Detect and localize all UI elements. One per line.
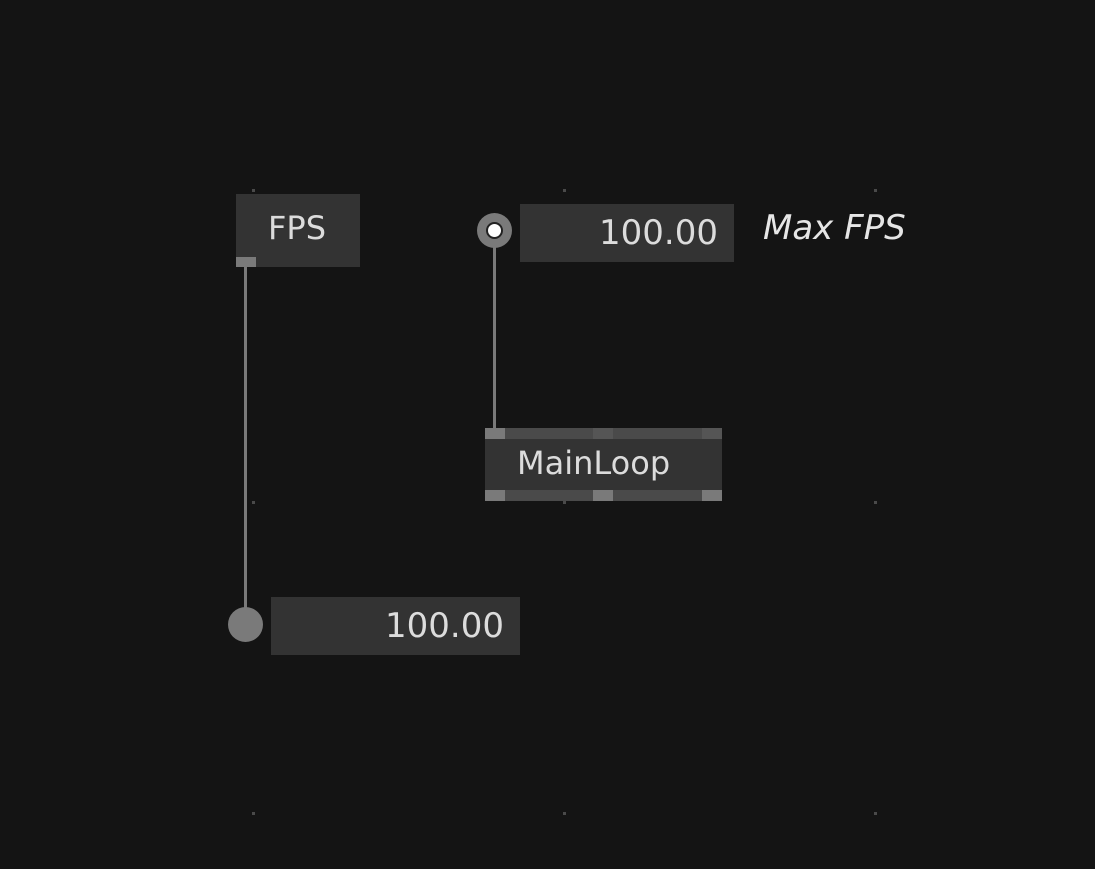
grid-dot — [252, 189, 255, 192]
mainloop-input-pin-3[interactable] — [702, 428, 722, 439]
mainloop-node[interactable]: MainLoop — [485, 428, 722, 501]
max-fps-value-box[interactable]: 100.00 — [520, 204, 734, 262]
mainloop-output-pin-1[interactable] — [485, 490, 505, 501]
grid-dot — [874, 812, 877, 815]
grid-dot — [563, 501, 566, 504]
fps-readout-input-port[interactable] — [228, 607, 263, 642]
mainloop-input-pin-2[interactable] — [593, 428, 613, 439]
mainloop-output-pin-2[interactable] — [593, 490, 613, 501]
grid-dot — [874, 501, 877, 504]
mainloop-node-label: MainLoop — [517, 444, 671, 482]
fps-output-link[interactable] — [244, 266, 247, 608]
fps-node[interactable]: FPS — [236, 194, 360, 267]
max-fps-output-port[interactable] — [477, 213, 512, 248]
fps-node-label: FPS — [268, 209, 327, 247]
fps-output-pin[interactable] — [236, 257, 256, 267]
grid-dot — [563, 812, 566, 815]
grid-dot — [874, 189, 877, 192]
max-fps-port-center — [486, 222, 503, 239]
grid-dot — [252, 501, 255, 504]
max-fps-comment: Max FPS — [763, 208, 906, 248]
fps-readout-box[interactable]: 100.00 — [271, 597, 520, 655]
mainloop-input-pin-1[interactable] — [485, 428, 505, 439]
mainloop-output-pin-3[interactable] — [702, 490, 722, 501]
grid-dot — [563, 189, 566, 192]
max-fps-link[interactable] — [493, 244, 496, 430]
grid-dot — [252, 812, 255, 815]
fps-readout-value: 100.00 — [385, 606, 504, 646]
max-fps-value: 100.00 — [599, 213, 718, 253]
